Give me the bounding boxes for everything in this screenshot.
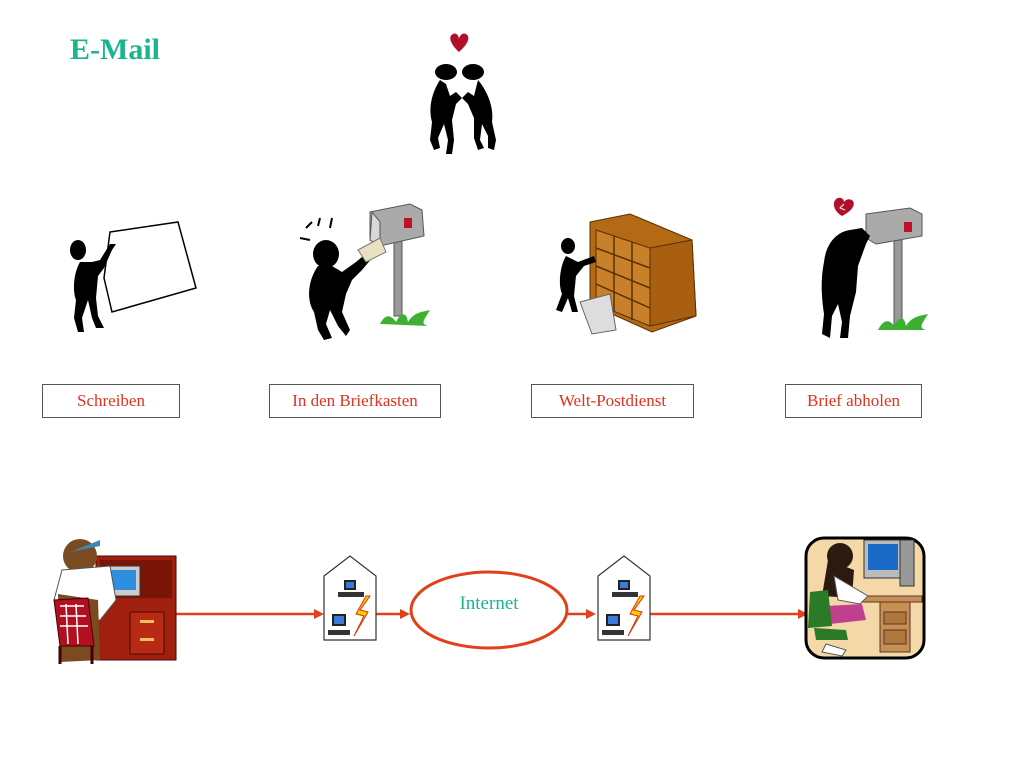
arrow-head-3 [586,609,596,619]
step-label-postdienst: Welt-Postdienst [531,384,694,418]
step-label-briefkasten: In den Briefkasten [269,384,441,418]
page-title: E-Mail [70,33,160,66]
post-sorting-shelf-icon [556,213,697,335]
arrow-head-1 [314,609,324,619]
bear-at-computer-icon [53,539,177,664]
server-house-icon [323,555,377,641]
arrow-head-4 [798,609,808,619]
arrow-head-2 [400,609,410,619]
step-label-abholen: Brief abholen [785,384,922,418]
server-house-icon [597,555,651,641]
person-posting-mailbox-icon [299,203,430,340]
couple-heart-icon [430,33,496,154]
person-writing-letter-icon [70,221,197,332]
step-label-schreiben: Schreiben [42,384,180,418]
internet-cloud [409,570,569,650]
person-checking-mailbox-icon [821,197,928,338]
internet-label: Internet [459,593,519,614]
woman-at-computer-icon [804,536,926,660]
flow-arrows [176,609,808,619]
